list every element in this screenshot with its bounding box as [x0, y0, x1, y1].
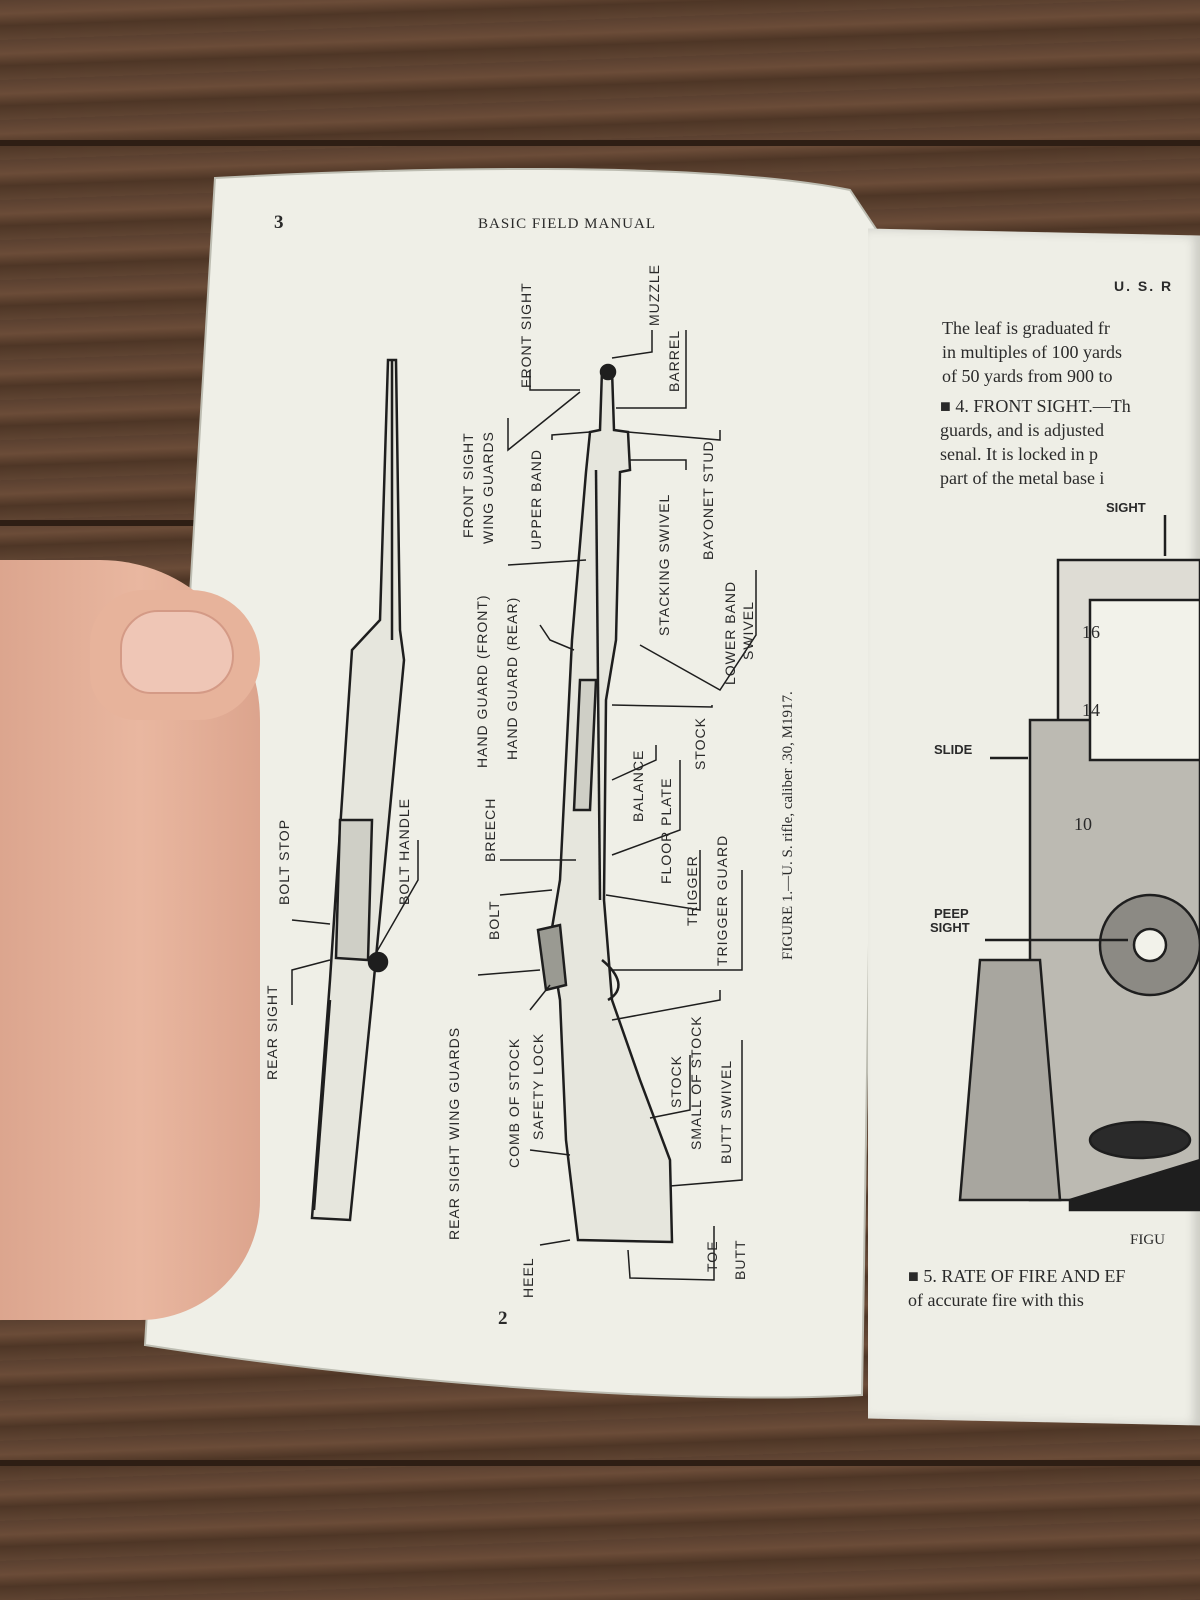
label-hand-guard-front: HAND GUARD (FRONT)	[474, 594, 490, 768]
right-bottom-line: ■ 5. RATE OF FIRE AND EF	[908, 1266, 1126, 1286]
label-butt: BUTT	[732, 1239, 748, 1280]
sight-figure	[958, 515, 1200, 1212]
figure-label-sight: SIGHT	[1106, 500, 1146, 515]
right-text-line: in multiples of 100 yards	[942, 342, 1122, 362]
label-bolt-stop: BOLT STOP	[276, 818, 292, 905]
scale-16: 16	[1082, 622, 1100, 642]
rifle-top-view	[536, 363, 674, 1244]
figure-label-slide: SLIDE	[934, 742, 973, 757]
scale-10: 10	[1074, 814, 1092, 834]
label-stacking-swivel: STACKING SWIVEL	[656, 493, 672, 636]
label-upper-band: UPPER BAND	[528, 448, 544, 550]
right-page-header: U. S. R	[1114, 278, 1174, 294]
scale-14: 14	[1082, 700, 1100, 720]
right-figure-caption: FIGU	[1130, 1232, 1166, 1248]
figure-label-peep: PEEP	[934, 906, 969, 921]
label-rear-sight-wing-guards: REAR SIGHT WING GUARDS	[446, 1026, 462, 1240]
label-breech: BREECH	[482, 797, 498, 862]
label-trigger: TRIGGER	[684, 855, 700, 926]
label-lower-band-swivel-2: SWIVEL	[740, 601, 756, 660]
label-muzzle: MUZZLE	[646, 264, 662, 326]
label-bayonet-stud: BAYONET STUD	[700, 440, 716, 560]
label-floor-plate: FLOOR PLATE	[658, 777, 674, 884]
label-balance: BALANCE	[630, 749, 646, 822]
label-front-sight-wing-guards-1: FRONT SIGHT	[460, 432, 476, 538]
label-bolt: BOLT	[486, 900, 502, 940]
label-stock-lower: STOCK	[668, 1055, 684, 1108]
right-text-line: The leaf is graduated fr	[942, 318, 1110, 338]
label-comb-of-stock: COMB OF STOCK	[506, 1037, 522, 1168]
right-text-line: guards, and is adjusted	[940, 420, 1104, 440]
label-heel: HEEL	[520, 1257, 536, 1298]
table-seam	[0, 140, 1200, 146]
label-butt-swivel: BUTT SWIVEL	[718, 1059, 734, 1164]
right-text-line: ■ 4. FRONT SIGHT.—Th	[940, 396, 1131, 416]
thumbnail	[120, 610, 234, 694]
right-bottom-line: of accurate fire with this	[908, 1290, 1084, 1310]
label-front-sight: FRONT SIGHT	[518, 282, 534, 388]
label-hand-guard-rear: HAND GUARD (REAR)	[504, 596, 520, 760]
figure-caption: FIGURE 1.—U. S. rifle, caliber .30, M191…	[780, 691, 796, 960]
right-text-line: part of the metal base i	[940, 468, 1105, 488]
label-toe: TOE	[704, 1240, 720, 1272]
label-rear-sight: REAR SIGHT	[264, 984, 280, 1080]
label-barrel: BARREL	[666, 329, 682, 392]
label-safety-lock: SAFETY LOCK	[530, 1032, 546, 1140]
right-text-line: of 50 yards from 900 to	[942, 366, 1113, 386]
label-front-sight-wing-guards-2: WING GUARDS	[480, 431, 496, 544]
page-number-top: 3	[274, 212, 284, 233]
label-trigger-guard: TRIGGER GUARD	[714, 834, 730, 966]
right-text-line: senal. It is locked in p	[940, 444, 1098, 464]
rifle-side-view	[310, 358, 406, 1222]
label-lower-band-swivel-1: LOWER BAND	[722, 580, 738, 685]
figure-label-peep-sight: SIGHT	[930, 920, 970, 935]
label-stock-upper: STOCK	[692, 717, 708, 770]
page-header: BASIC FIELD MANUAL	[478, 216, 657, 232]
table-seam	[0, 1460, 1200, 1466]
label-bolt-handle: BOLT HANDLE	[396, 798, 412, 905]
leader-lines	[291, 330, 757, 1281]
page-number-bottom: 2	[498, 1308, 508, 1329]
label-small-of-stock: SMALL OF STOCK	[688, 1015, 704, 1150]
